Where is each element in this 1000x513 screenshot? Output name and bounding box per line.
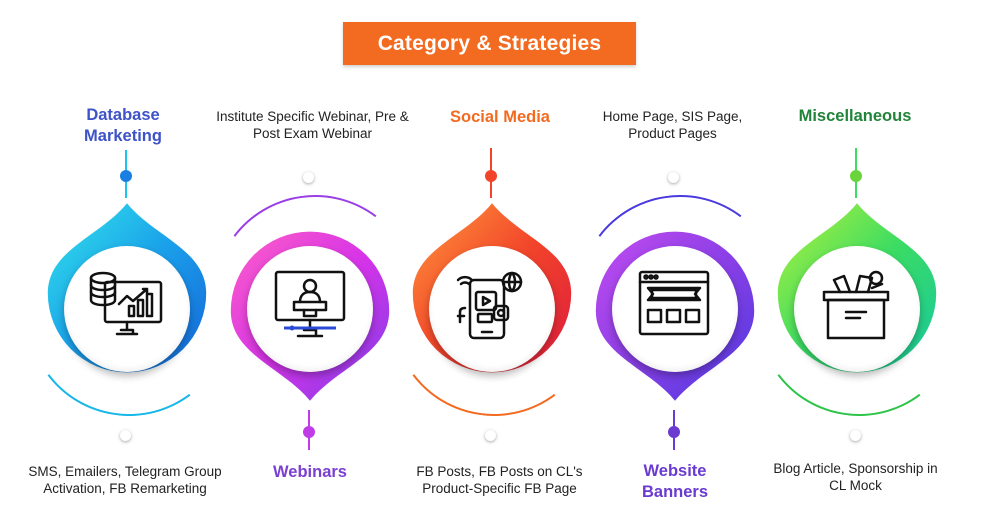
connector-dot xyxy=(120,430,131,441)
connector-dot xyxy=(303,426,315,438)
icon-disc xyxy=(64,246,190,372)
database-analytics-icon xyxy=(89,271,163,336)
connector-dot xyxy=(120,170,132,182)
heading-database-marketing: Database Marketing xyxy=(84,106,162,146)
webinar-presenter-icon xyxy=(274,270,346,338)
connector-dot xyxy=(668,172,679,183)
description-miscellaneous: Blog Article, Sponsorship in CL Mock xyxy=(773,461,938,494)
connector-dot xyxy=(850,170,862,182)
connector-dot xyxy=(850,430,861,441)
connector-dot xyxy=(668,426,680,438)
website-banner-icon xyxy=(638,270,710,336)
social-media-phone-icon xyxy=(456,271,523,340)
heading-social-media: Social Media xyxy=(450,108,550,126)
connector-dot xyxy=(303,172,314,183)
description-database-marketing: SMS, Emailers, Telegram Group Activation… xyxy=(28,464,222,497)
description-website-banners: Home Page, SIS Page, Product Pages xyxy=(602,109,743,142)
box-items-icon xyxy=(822,270,890,340)
heading-website-banners: Website Banners xyxy=(641,462,709,502)
description-webinars: Institute Specific Webinar, Pre & Post E… xyxy=(216,109,409,142)
icon-disc xyxy=(794,246,920,372)
heading-webinars: Webinars xyxy=(273,463,347,481)
connector-dot xyxy=(485,170,497,182)
description-social-media: FB Posts, FB Posts on CL's Product-Speci… xyxy=(416,464,583,497)
page-title: Category & Strategies xyxy=(343,22,636,65)
heading-miscellaneous: Miscellaneous xyxy=(798,107,912,125)
connector-dot xyxy=(485,430,496,441)
